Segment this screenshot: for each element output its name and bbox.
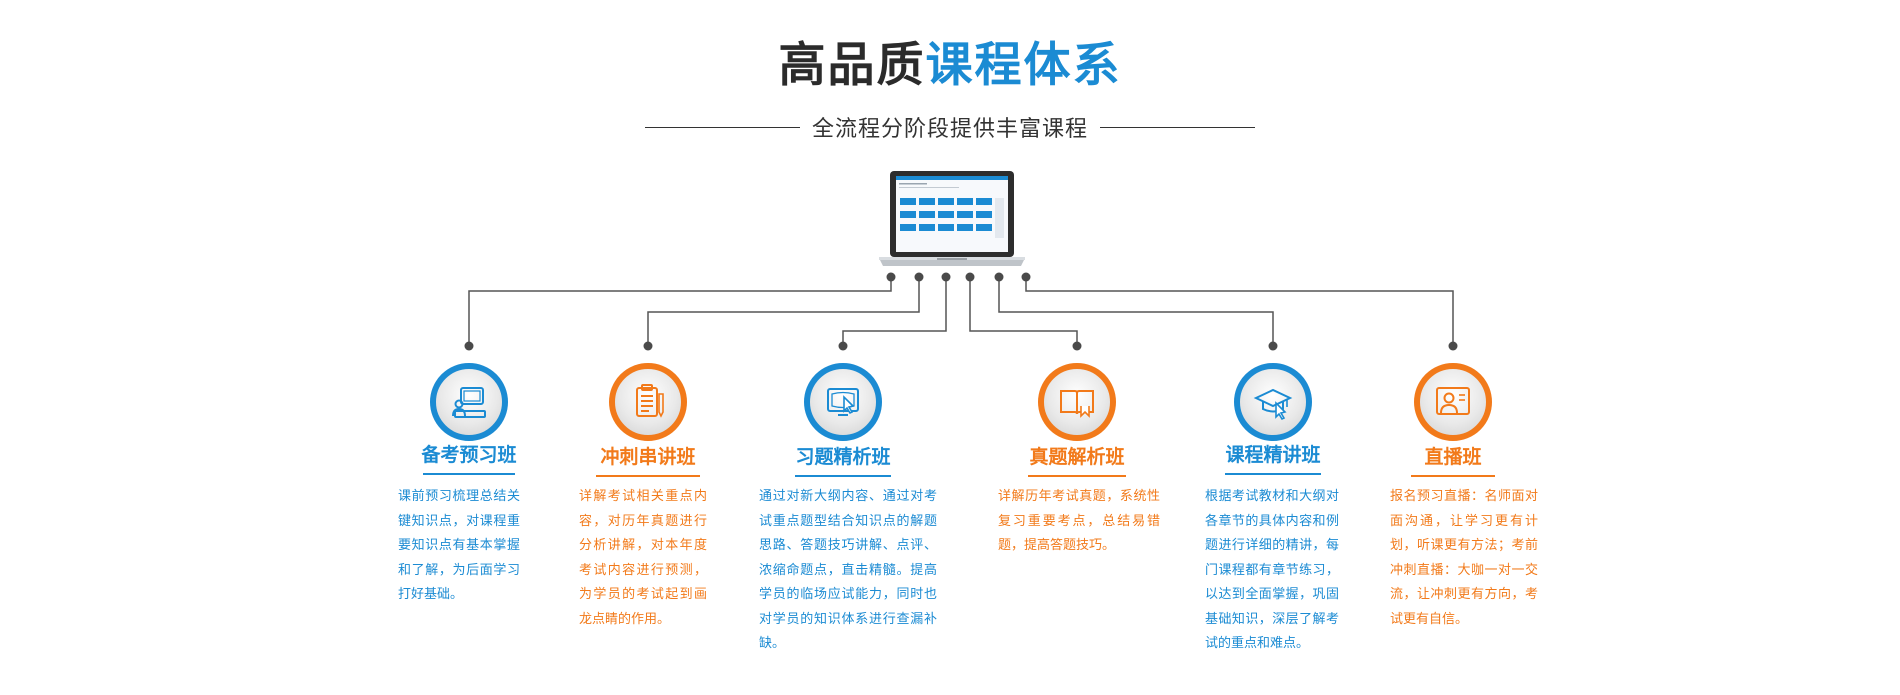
course-title-underline — [1225, 473, 1321, 475]
course-icon-circle — [430, 363, 508, 441]
course-description: 课前预习梳理总结关键知识点，对课程重要知识点有基本掌握和了解，为后面学习打好基础… — [398, 489, 520, 602]
graduation-cap-icon — [1253, 388, 1293, 421]
course-title: 课程精讲班 — [1225, 444, 1321, 466]
course-title-underline — [423, 473, 515, 475]
page-title: 高品质课程体系 — [0, 36, 1900, 96]
course-title: 习题精析班 — [795, 446, 891, 468]
connector-line — [842, 277, 947, 346]
title-blue-part: 课程体系 — [925, 38, 1122, 93]
connector-dot — [1448, 341, 1458, 351]
laptop-icon — [879, 171, 1025, 266]
connector-line — [468, 277, 892, 346]
course-icon-circle — [1038, 363, 1116, 441]
connector-line — [647, 277, 920, 346]
course-description: 通过对新大纲内容、通过对考试重点题型结合知识点的解题思路、答题技巧讲解、点评、浓… — [759, 489, 937, 651]
connector-dot — [1021, 272, 1031, 282]
course-icon-circle — [609, 363, 687, 441]
connector-dot — [994, 272, 1004, 282]
course-description: 详解历年考试真题，系统性复习重要考点，总结易错题，提高答题技巧。 — [998, 489, 1160, 553]
course-description: 报名预习直播：名师面对面沟通，让学习更有计划，听课更有方法；考前冲刺直播：大咖一… — [1390, 489, 1538, 627]
connector-line — [998, 277, 1274, 346]
course-title-underline — [1411, 475, 1495, 477]
course-title: 直播班 — [1424, 446, 1482, 468]
live-teacher-icon — [1436, 387, 1470, 415]
connector-line — [969, 277, 1078, 346]
course-title-underline — [795, 475, 891, 477]
course-title-underline — [1028, 475, 1126, 477]
course-title: 真题解析班 — [1029, 446, 1125, 468]
course-description: 根据考试教材和大纲对各章节的具体内容和例题进行详细的精讲，每门课程都有章节练习，… — [1205, 489, 1339, 651]
title-dark-part: 高品质 — [778, 38, 926, 93]
course-description: 详解考试相关重点内容，对历年真题进行分析讲解，对本年度考试内容进行预测，为学员的… — [579, 489, 707, 627]
open-book-icon — [1060, 390, 1094, 418]
subtitle-row: 全流程分阶段提供丰富课程 — [0, 110, 1900, 144]
connector-dot — [1268, 341, 1278, 351]
course-title: 冲刺串讲班 — [600, 446, 696, 468]
connector-dot — [464, 341, 474, 351]
screen-cursor-icon — [827, 388, 859, 416]
connector-dot — [965, 272, 975, 282]
connector-dot — [838, 341, 848, 351]
connector-dot — [886, 272, 896, 282]
connector-line — [1025, 277, 1454, 346]
course-title-underline — [596, 475, 700, 477]
course-icon-circle — [1234, 363, 1312, 441]
connector-dot — [914, 272, 924, 282]
presentation-board-icon — [452, 387, 486, 418]
course-icon-circle — [1414, 363, 1492, 441]
subtitle-left-line — [644, 126, 800, 128]
course-title: 备考预习班 — [421, 444, 517, 466]
subtitle: 全流程分阶段提供丰富课程 — [811, 117, 1088, 142]
connector-dot — [643, 341, 653, 351]
clipboard-checklist-icon — [636, 384, 664, 418]
connector-dot — [941, 272, 951, 282]
course-icon-circle — [804, 363, 882, 441]
connector-dot — [1072, 341, 1082, 351]
subtitle-right-line — [1100, 126, 1255, 128]
